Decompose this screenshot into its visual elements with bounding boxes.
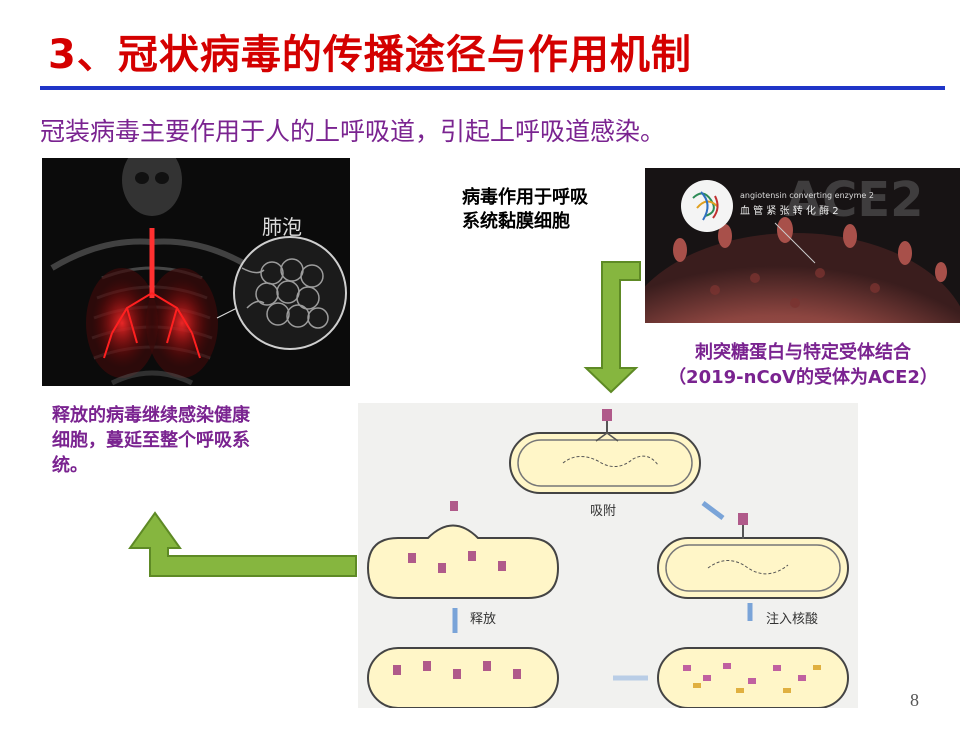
left-arrow-icon [128,511,357,577]
spike-label-line2: （2019-nCoV的受体为ACE2） [668,367,938,388]
virus-ace2-image: ACE2 angiotensin converting enzyme 2 血 管… [645,168,960,323]
release-line2: 细胞，蔓延至整个呼吸系 [52,430,250,451]
ace2-watermark: ACE2 [785,172,924,228]
release-description: 释放的病毒继续感染健康 细胞，蔓延至整个呼吸系 统。 [52,403,250,478]
release-line1: 释放的病毒继续感染健康 [52,405,250,426]
lung-xray-image: 肺泡 [42,158,350,386]
phage-lifecycle-image: 吸附 注入核酸 释放 [358,403,858,708]
enzyme-english-name: angiotensin converting enzyme 2 [740,191,874,200]
alveoli-label: 肺泡 [262,215,302,239]
release-line3: 统。 [52,455,88,476]
phage-icon [595,409,619,442]
spike-label-line1: 刺突糖蛋白与特定受体结合 [695,342,911,363]
adsorb-label: 吸附 [590,504,616,519]
enzyme-chinese-name: 血 管 紧 张 转 化 酶 2 [740,204,839,217]
mucosa-label-line1: 病毒作用于呼吸 [462,187,588,208]
mucosa-label-line2: 系统黏膜细胞 [462,211,570,232]
page-number: 8 [910,690,919,710]
release-stage-label: 释放 [470,612,496,627]
title-underline [40,86,945,90]
mucosa-label: 病毒作用于呼吸 系统黏膜细胞 [462,186,588,234]
slide-subtitle: 冠装病毒主要作用于人的上呼吸道，引起上呼吸道感染。 [40,117,666,146]
down-arrow-icon [583,261,641,394]
inject-label: 注入核酸 [766,612,818,627]
slide-title: 3、冠状病毒的传播途径与作用机制 [48,32,692,78]
spike-receptor-label: 刺突糖蛋白与特定受体结合 （2019-nCoV的受体为ACE2） [648,340,958,390]
